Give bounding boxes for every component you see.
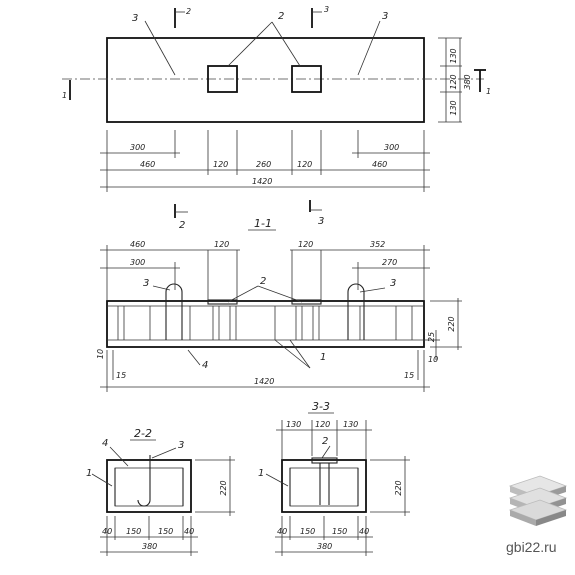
s22-dim-40-right: 40 xyxy=(184,527,194,536)
s22-dim-150-left: 150 xyxy=(126,527,141,536)
s33-dim-40-left: 40 xyxy=(277,527,287,536)
s33-dim-150-right: 150 xyxy=(332,527,347,536)
elev-mark-3-right: 3 xyxy=(390,278,396,289)
elevation-outline xyxy=(106,300,425,348)
edim-120-right: 120 xyxy=(298,240,313,249)
lifting-loop-right xyxy=(347,283,365,340)
leader-2b xyxy=(271,21,301,67)
edim-10-right: 10 xyxy=(428,355,438,364)
pdim-260: 260 xyxy=(256,160,271,169)
edim-352: 352 xyxy=(370,240,385,249)
plan-mark-3-right: 3 xyxy=(382,11,388,22)
elev-top-dims xyxy=(100,245,430,300)
lifting-loop-left xyxy=(165,283,183,340)
s22-height: 220 xyxy=(219,480,228,495)
s33-total: 380 xyxy=(317,542,332,551)
s33-dim-150-left: 150 xyxy=(300,527,315,536)
section-2-2-outline xyxy=(106,459,192,513)
elev-mark-4: 4 xyxy=(202,360,208,371)
plan-bottom-dims xyxy=(100,130,430,192)
pdim-460-right: 460 xyxy=(372,160,387,169)
edim-270: 270 xyxy=(382,258,397,267)
s22-total: 380 xyxy=(142,542,157,551)
rdim-130-top: 130 xyxy=(449,48,458,63)
edim-15-right: 15 xyxy=(404,371,414,380)
section-3-3-outline xyxy=(281,459,367,513)
section-2-2-loop xyxy=(137,455,151,507)
section-3-3-title: 3-3 xyxy=(312,400,330,413)
elevation-1-1: 1-1 xyxy=(96,217,462,392)
s22-mark-3: 3 xyxy=(178,440,184,451)
stirrups xyxy=(117,306,413,340)
watermark-text: gbi22.ru xyxy=(506,539,557,555)
s33-dim-130-right: 130 xyxy=(343,420,358,429)
s33-mark-2: 2 xyxy=(322,436,328,447)
pdim-total: 1420 xyxy=(252,177,272,186)
edim-460: 460 xyxy=(130,240,145,249)
pdim-460-left: 460 xyxy=(140,160,155,169)
plan-view: 3 2 3 2 3 1 1 130 120 130 380 xyxy=(62,5,491,192)
rdim-380: 380 xyxy=(463,74,472,89)
edim-300: 300 xyxy=(130,258,145,267)
leader-3-right xyxy=(357,20,381,76)
section-3-3-stirrup xyxy=(289,467,359,507)
edim-120-left: 120 xyxy=(214,240,229,249)
pdim-300-right: 300 xyxy=(384,143,399,152)
pdim-300-left: 300 xyxy=(130,143,145,152)
cut-2-top-label: 2 xyxy=(186,7,191,16)
elevation-title: 1-1 xyxy=(254,217,272,230)
leader-2a xyxy=(227,21,273,67)
edim-total: 1420 xyxy=(254,377,274,386)
pdim-120-left: 120 xyxy=(213,160,228,169)
plan-opening-right xyxy=(291,65,322,93)
cut-1-left-label: 1 xyxy=(62,91,67,100)
edim-25: 25 xyxy=(427,332,436,342)
section-2-2: 2-2 4 3 1 220 40 150 150 40 380 xyxy=(86,427,235,556)
s22-dim-150-right: 150 xyxy=(158,527,173,536)
cut-3-top-label: 3 xyxy=(324,5,329,14)
section-markers: 2 3 xyxy=(174,200,324,231)
elev-mark-2: 2 xyxy=(260,276,266,287)
s33-dim-120: 120 xyxy=(315,420,330,429)
section-3-3-plate xyxy=(311,457,338,464)
marker-3-label: 3 xyxy=(318,216,324,227)
cut-1-right-label: 1 xyxy=(486,87,491,96)
rdim-120: 120 xyxy=(449,74,458,89)
section-3-3: 3-3 130 120 130 2 1 220 40 150 150 xyxy=(258,400,410,556)
s33-height: 220 xyxy=(394,480,403,495)
s22-mark-1: 1 xyxy=(86,468,92,479)
elev-mark-3-left: 3 xyxy=(143,278,149,289)
elev-mark-1: 1 xyxy=(320,352,326,363)
s33-dim-130-left: 130 xyxy=(286,420,301,429)
embedded-plate-right xyxy=(291,299,322,305)
plan-mark-3-left: 3 xyxy=(132,13,138,24)
watermark-logo-icon xyxy=(508,475,568,526)
s33-dim-40-right: 40 xyxy=(359,527,369,536)
pdim-120-right: 120 xyxy=(297,160,312,169)
plan-opening-left xyxy=(207,65,238,93)
section-2-2-title: 2-2 xyxy=(134,427,152,440)
embedded-plate-left xyxy=(207,299,238,305)
plan-mark-2: 2 xyxy=(278,11,284,22)
rdim-130-bottom: 130 xyxy=(449,100,458,115)
s22-mark-4: 4 xyxy=(102,438,108,449)
edim-15-left: 15 xyxy=(116,371,126,380)
marker-2-label: 2 xyxy=(179,220,185,231)
edim-220: 220 xyxy=(447,316,456,331)
s22-dim-40-left: 40 xyxy=(102,527,112,536)
plan-outline xyxy=(106,37,425,123)
leader-3-left xyxy=(144,20,176,76)
edim-10-left: 10 xyxy=(96,349,105,359)
s33-mark-1: 1 xyxy=(258,468,264,479)
section-2-2-stirrup xyxy=(114,467,184,507)
